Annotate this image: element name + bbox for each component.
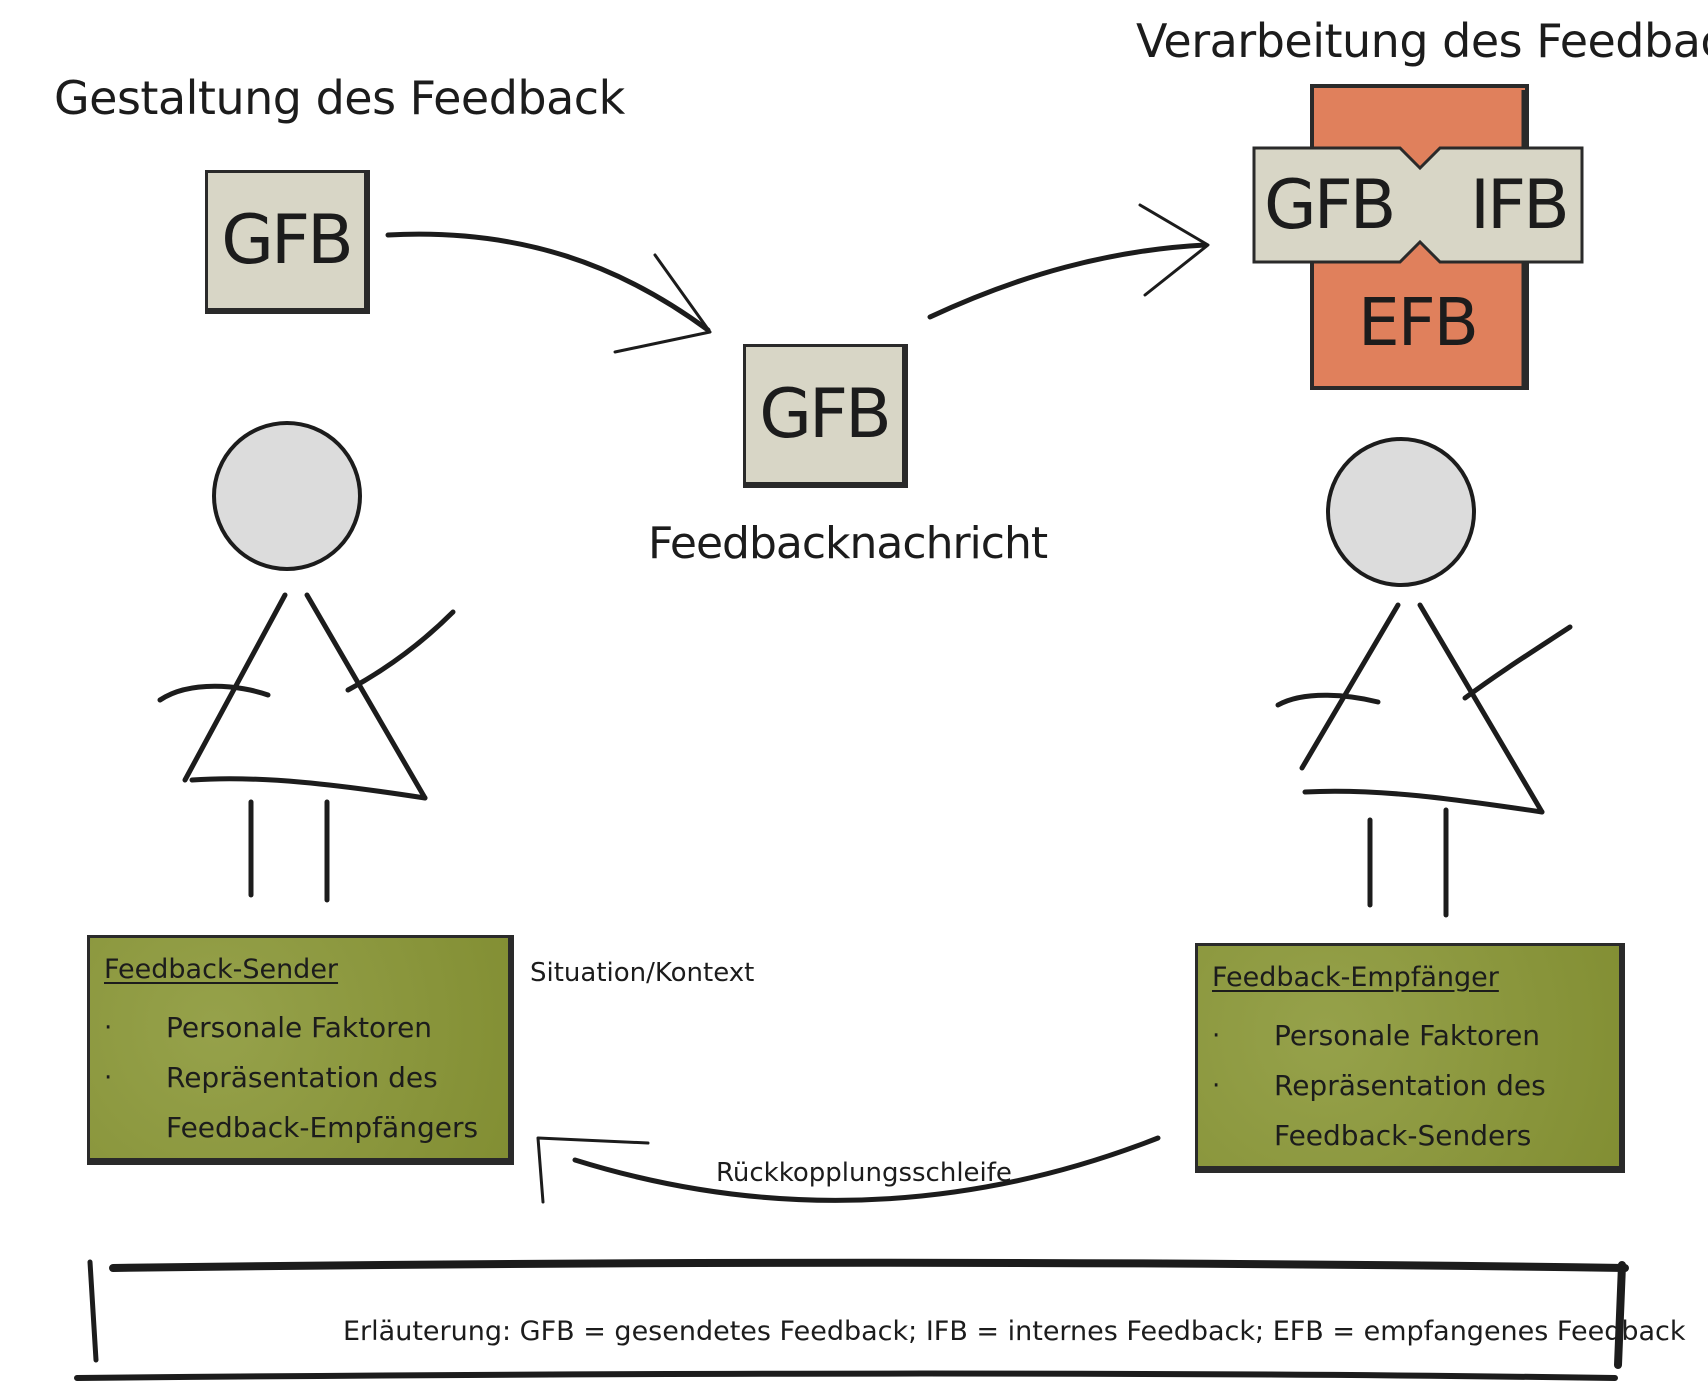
legend-text: Erläuterung: GFB = gesendetes Feedback; …	[343, 1316, 1686, 1347]
sender-box: Feedback-Sender Personale Faktoren Reprä…	[87, 935, 514, 1165]
receiver-figure	[1275, 437, 1573, 918]
arrow-sender-to-message-head	[613, 253, 712, 354]
sender-box-item: Repräsentation des	[104, 1053, 494, 1103]
receiver-box-title: Feedback-Empfänger	[1212, 962, 1499, 993]
arrow-feedback-loop-head	[536, 1136, 650, 1204]
sender-box-title: Feedback-Sender	[104, 954, 339, 985]
sender-box-item: Personale Faktoren	[104, 1003, 494, 1053]
sender-box-item: Feedback-Empfängers	[166, 1111, 479, 1144]
receiver-efb-label: EFB	[1358, 284, 1479, 361]
legend-frame	[74, 1258, 1629, 1381]
receiver-title: Verarbeitung des Feedback	[1136, 14, 1708, 68]
receiver-box-item: Personale Faktoren	[1212, 1011, 1605, 1061]
receiver-box: Feedback-Empfänger Personale Faktoren Re…	[1195, 943, 1625, 1173]
message-gfb-card: GFB	[743, 344, 908, 488]
loop-label: Rückkopplungsschleife	[716, 1158, 1012, 1188]
context-label: Situation/Kontext	[530, 958, 755, 988]
arrow-message-to-receiver	[927, 242, 1208, 320]
receiver-gfb-label: GFB	[1264, 166, 1396, 245]
arrow-sender-to-message	[385, 231, 711, 333]
receiver-ifb-label: IFB	[1470, 166, 1570, 245]
message-label: Feedbacknachricht	[648, 518, 1048, 569]
gfb-ifb-bowtie	[1252, 146, 1584, 264]
receiver-box-item: Feedback-Senders	[1274, 1119, 1532, 1152]
arrow-message-to-receiver-head	[1138, 203, 1210, 297]
sender-title: Gestaltung des Feedback	[54, 71, 625, 125]
sender-gfb-card: GFB	[205, 170, 370, 314]
receiver-box-item: Repräsentation des	[1212, 1061, 1605, 1111]
arrow-feedback-loop	[572, 1135, 1161, 1203]
sender-figure	[157, 421, 456, 903]
